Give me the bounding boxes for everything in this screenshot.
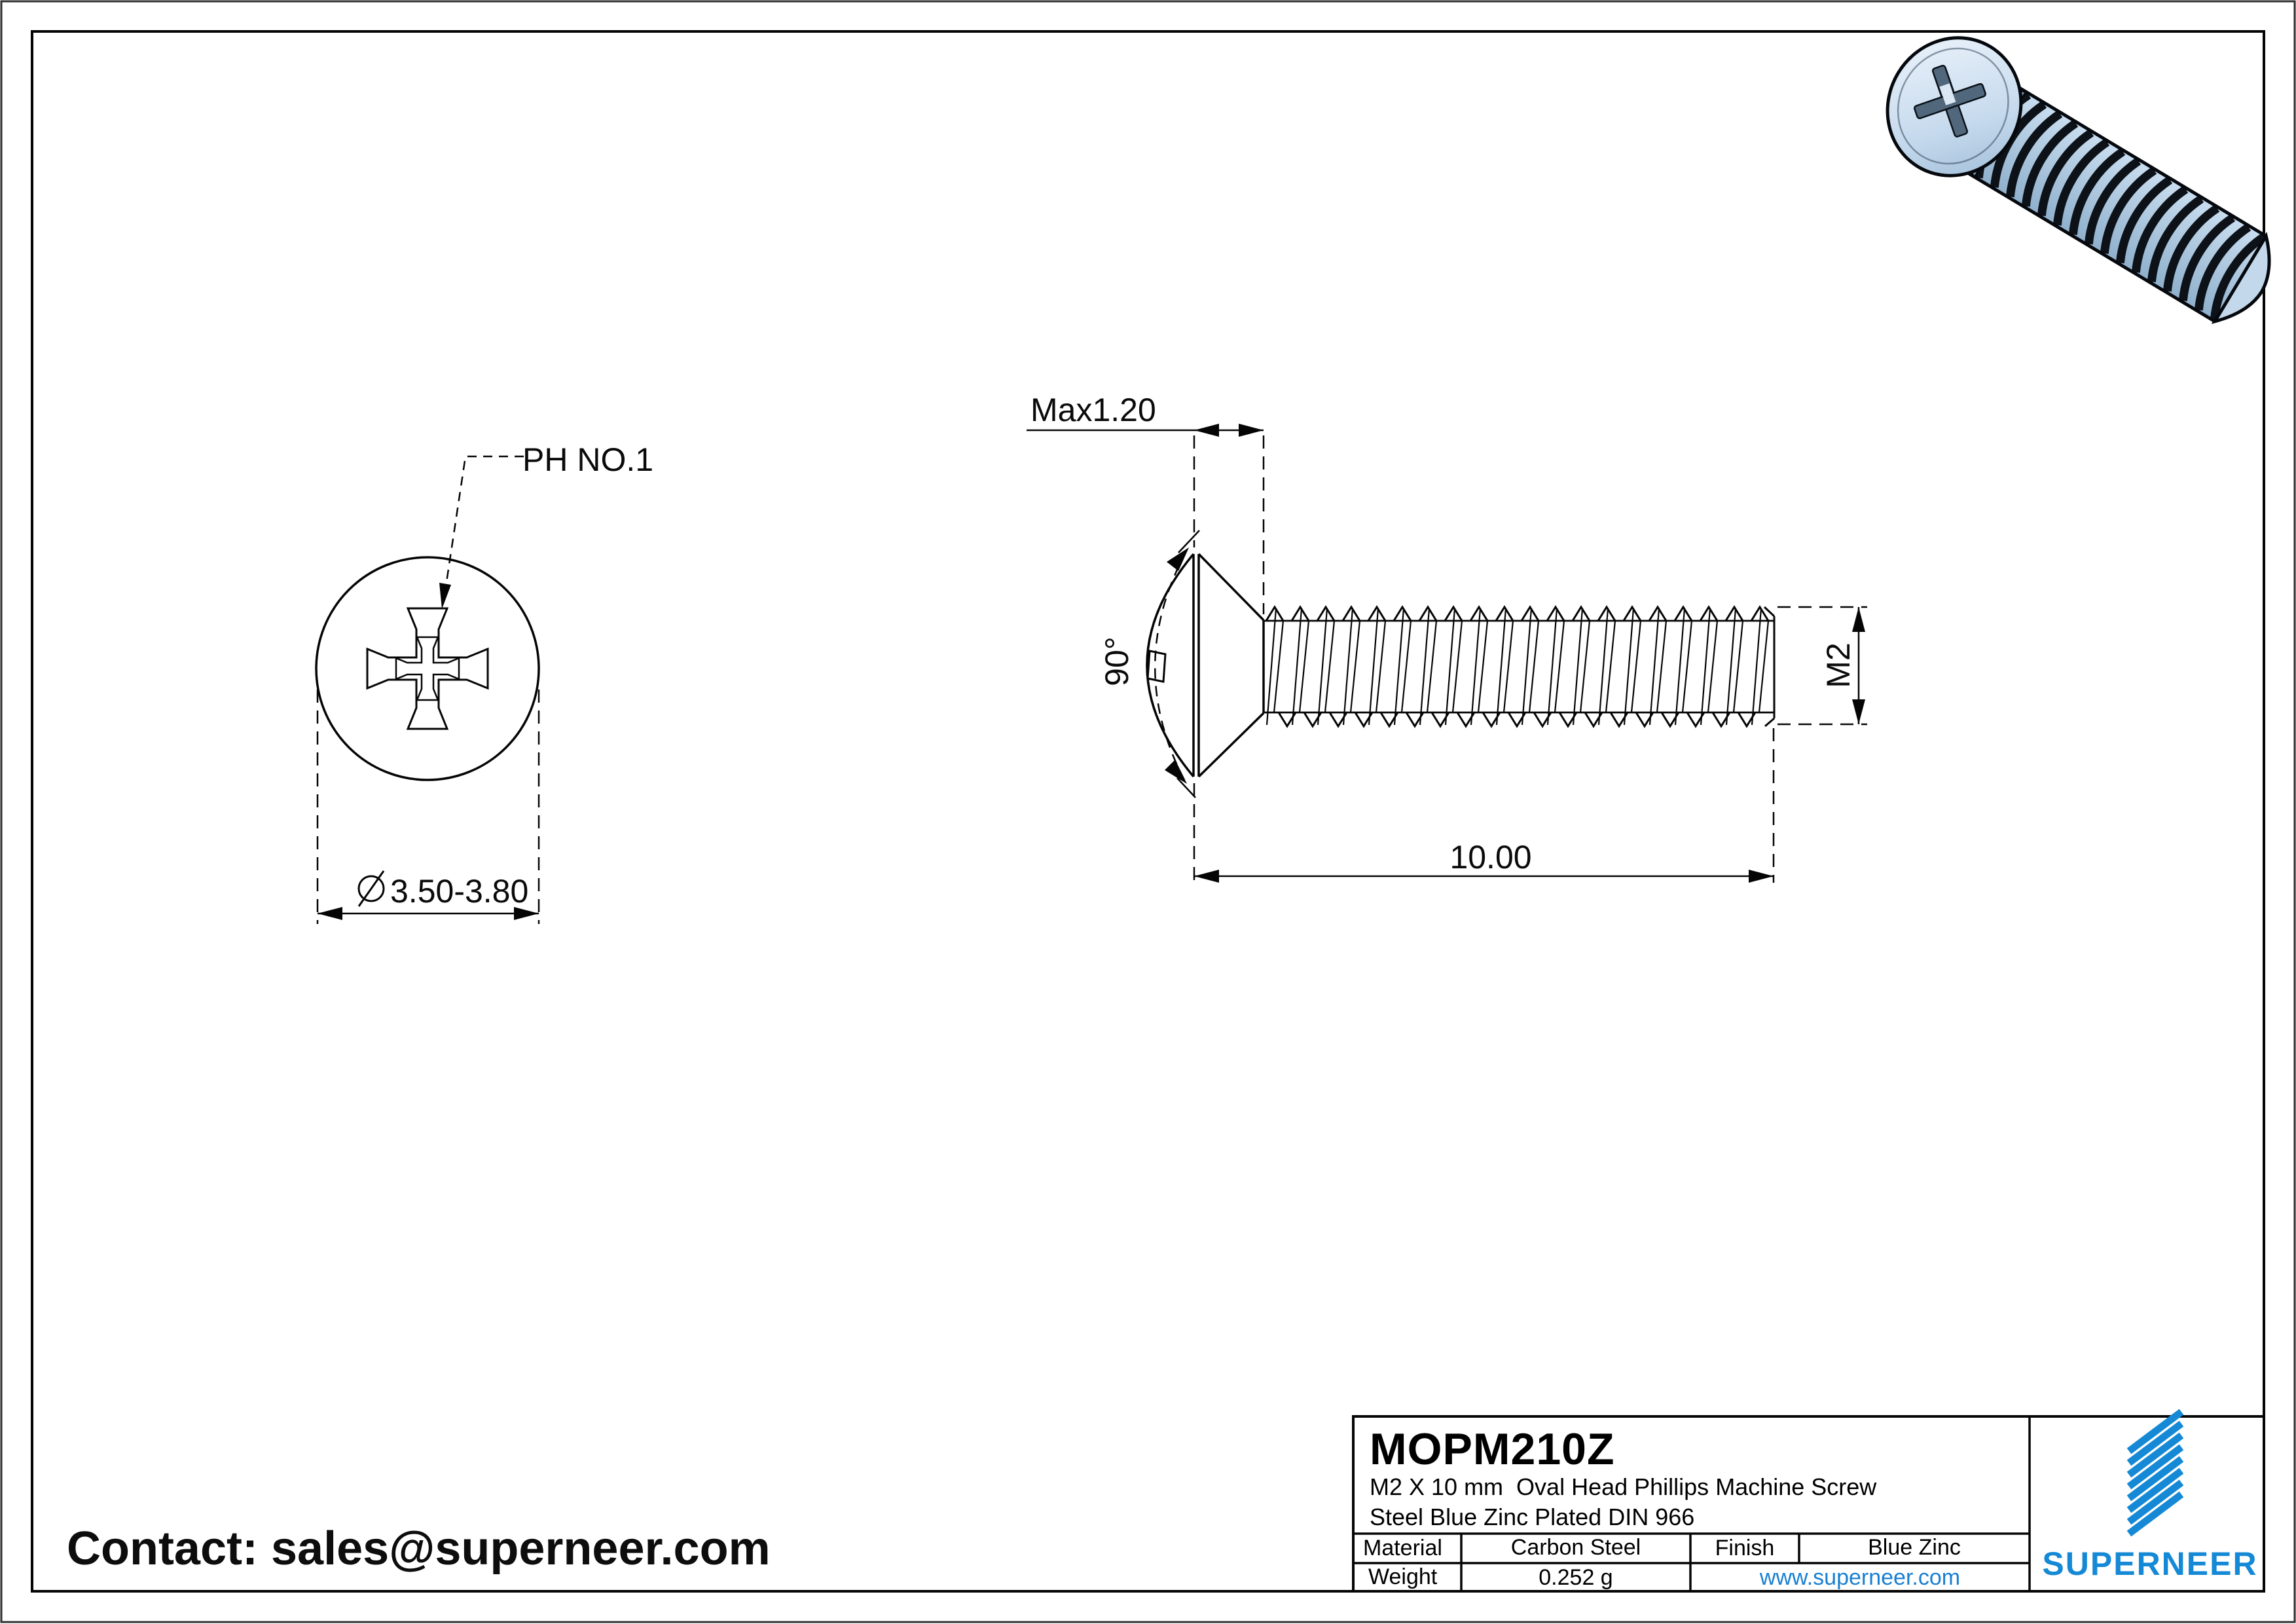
thread-size-label: M2: [1820, 642, 1857, 688]
brand-name: SUPERNEER: [2042, 1545, 2258, 1582]
dome-recess-notch: [1146, 650, 1167, 683]
material-label: Material: [1363, 1536, 1442, 1560]
contact-email-text: Contact: sales@superneer.com: [67, 1522, 771, 1575]
m2-extension-lines: [1777, 606, 1867, 726]
thread-teeth: [1265, 605, 1770, 728]
front-view: [315, 455, 540, 924]
head-crown-lines: [1192, 554, 1200, 777]
brand-logo-stripes: [2126, 1409, 2184, 1537]
phillips-slots-3d: [1914, 64, 1986, 138]
part-number: MOPM210Z: [1370, 1424, 1615, 1474]
diameter-symbol: [357, 870, 385, 907]
screw-3d-image: [1886, 36, 2271, 324]
angle-arc-ticks: [1176, 530, 1200, 798]
description-line-1: M2 X 10 mm Oval Head Phillips Machine Sc…: [1370, 1473, 1877, 1500]
length-extension-lines: [1193, 728, 1775, 883]
weight-label: Weight: [1368, 1564, 1438, 1589]
angle-arrow-bottom: [1165, 760, 1187, 784]
thread-flanks: [1266, 608, 1770, 726]
head-cone-lines: [1197, 553, 1265, 778]
thread-root-lines: [1264, 619, 1774, 714]
ph-leader-line: [442, 455, 524, 604]
website-link[interactable]: www.superneer.com: [1759, 1565, 1961, 1590]
drawing-frame: [31, 30, 2265, 1593]
length-arrow-left: [1194, 870, 1219, 883]
ph-number-label: PH NO.1: [522, 441, 654, 478]
length-label: 10.00: [1449, 839, 1532, 876]
m2-arrow-bottom: [1852, 699, 1865, 724]
ph-leader-arrowhead: [439, 583, 451, 609]
max-extension-lines: [1193, 435, 1265, 614]
weight-value: 0.252 g: [1539, 1565, 1613, 1590]
dia-extension-lines: [316, 690, 540, 924]
title-block-grid: [1352, 1415, 2265, 1593]
finish-label: Finish: [1715, 1536, 1775, 1560]
max-arrow-right: [1239, 424, 1264, 437]
description-line-2: Steel Blue Zinc Plated DIN 966: [1370, 1504, 1695, 1530]
angle-label: 90°: [1099, 637, 1135, 686]
finish-value: Blue Zinc: [1868, 1535, 1961, 1560]
angle-arrow-top: [1167, 547, 1189, 571]
thread-end-face: [1763, 606, 1776, 728]
m2-arrow-top: [1852, 607, 1865, 632]
dia-arrow-right: [514, 907, 539, 920]
max-arrow-left: [1194, 424, 1219, 437]
dia-arrow-left: [318, 907, 342, 920]
side-view: [1027, 424, 1867, 883]
head-height-label: Max1.20: [1030, 392, 1156, 428]
diameter-value: 3.50-3.80: [390, 873, 529, 910]
head-outline-circle: [315, 556, 540, 781]
phillips-recess-inner: [395, 636, 460, 701]
length-arrow-right: [1749, 870, 1774, 883]
phillips-recess-outer: [366, 607, 489, 730]
material-value: Carbon Steel: [1510, 1535, 1641, 1560]
